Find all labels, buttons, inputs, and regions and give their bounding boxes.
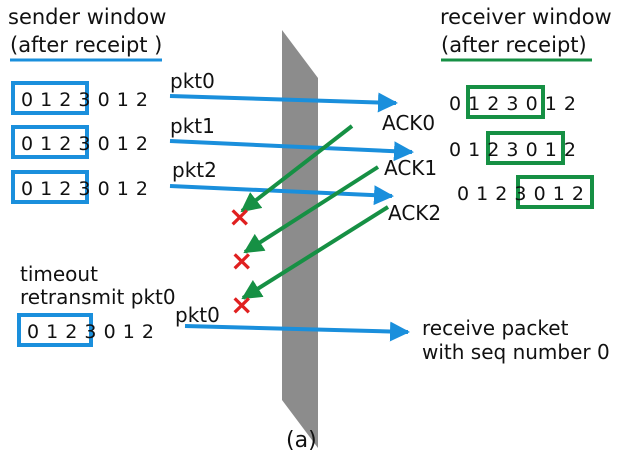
pkt0-arrow — [169, 92, 398, 113]
receive-note-line2: with seq number 0 — [422, 340, 610, 364]
pkt2-arrow — [169, 184, 394, 206]
pkt2-label: pkt2 — [172, 158, 217, 182]
sender-title: sender window — [8, 5, 166, 29]
sender-window-box-0 — [11, 81, 89, 115]
pkt0-label: pkt0 — [170, 69, 215, 93]
sender-window-row-2: 0 1 2 3 0 1 2 — [11, 170, 148, 204]
receiver-window-box-2 — [516, 175, 594, 209]
sender-window-box-2 — [11, 170, 89, 204]
receiver-subtitle: (after receipt) — [441, 33, 587, 57]
ack1-arrow — [243, 165, 380, 254]
ack0-arrow — [240, 124, 354, 213]
svg-text:0 1 2 3 0 1 2: 0 1 2 3 0 1 2 — [457, 183, 584, 205]
receiver-title: receiver window — [440, 5, 612, 29]
sender-window-box-1 — [11, 125, 89, 159]
x-mark-icon: × — [230, 288, 253, 321]
x-mark-icon: × — [230, 244, 253, 277]
receiver-window-box-1 — [486, 131, 565, 165]
svg-text:0 1 2 3 0 1 2: 0 1 2 3 0 1 2 — [449, 93, 576, 115]
svg-text:0 1 2 3 0 1 2: 0 1 2 3 0 1 2 — [27, 321, 154, 343]
sender-subtitle: (after receipt ) — [10, 33, 162, 57]
sender-window-row-1: 0 1 2 3 0 1 2 — [11, 125, 148, 159]
channel-wall — [282, 30, 318, 448]
svg-text:0 1 2 3 0 1 2: 0 1 2 3 0 1 2 — [449, 139, 576, 161]
retransmit-pkt0-arrow — [184, 321, 410, 342]
retransmit-pkt0-label: pkt0 — [175, 303, 220, 327]
svg-text:0 1 2 3 0 1 2: 0 1 2 3 0 1 2 — [21, 89, 148, 111]
pkt1-arrow — [169, 139, 414, 162]
receive-note-line1: receive packet — [422, 316, 569, 340]
x-mark-icon: × — [228, 200, 251, 233]
sender-window-row-0: 0 1 2 3 0 1 2 — [11, 81, 148, 115]
pkt1-label: pkt1 — [170, 114, 215, 138]
sender-retransmit-row: 0 1 2 3 0 1 2 — [17, 313, 154, 347]
ack0-label: ACK0 — [382, 111, 435, 135]
ack2-label: ACK2 — [388, 201, 441, 225]
receiver-window-row-0: 0 1 2 3 0 1 2 — [449, 85, 576, 119]
ack2-arrow — [241, 205, 390, 300]
sender-retransmit-box — [17, 313, 93, 347]
ack1-label: ACK1 — [384, 156, 437, 180]
receiver-window-row-1: 0 1 2 3 0 1 2 — [449, 131, 576, 165]
figure-caption: (a) — [286, 428, 317, 453]
timeout-label: timeout — [20, 262, 98, 286]
retransmit-label: retransmit pkt0 — [20, 285, 176, 309]
receiver-window-box-0 — [466, 85, 545, 119]
receiver-window-row-2: 0 1 2 3 0 1 2 — [457, 175, 594, 209]
svg-text:0 1 2 3 0 1 2: 0 1 2 3 0 1 2 — [21, 178, 148, 200]
svg-text:0 1 2 3 0 1 2: 0 1 2 3 0 1 2 — [21, 133, 148, 155]
